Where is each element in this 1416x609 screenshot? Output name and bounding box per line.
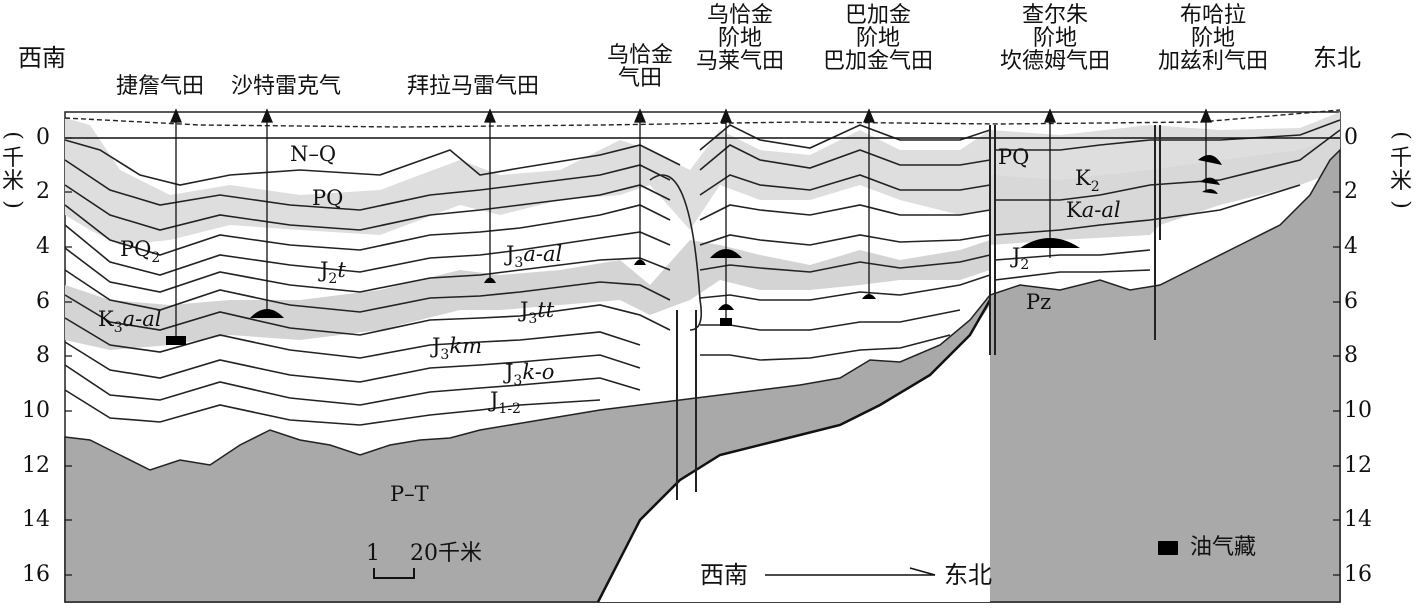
depth-tick-left-16: 16	[22, 562, 50, 587]
field-label-malai: 乌恰金 阶地 马莱气田	[695, 3, 784, 75]
basement-boundary	[596, 299, 992, 603]
scale-bar-end-label: 20千米	[410, 541, 482, 566]
depth-tick-left-2: 2	[36, 179, 50, 204]
surface-line	[64, 109, 1341, 128]
field-label-baila: 拜拉马雷气田	[406, 74, 539, 99]
layer-label-j3tt: J3tt	[520, 298, 555, 327]
layer-label-pt: P–T	[390, 482, 429, 506]
layer-label-j3aal: J3a-al	[506, 242, 563, 271]
basement-fill	[64, 148, 1341, 603]
layer-label-kaal: Ka-al	[1066, 198, 1121, 222]
layer-label-j2: J2	[1012, 244, 1030, 273]
depth-tick-right-0: 0	[1344, 125, 1358, 150]
faults	[676, 125, 1161, 500]
layer-label-pq: PQ	[312, 186, 344, 210]
wells	[170, 108, 1212, 340]
legend-reservoir-label: 油气藏	[1190, 535, 1257, 560]
depth-tick-right-2: 2	[1344, 179, 1358, 204]
depth-tick-left-4: 4	[36, 234, 50, 259]
depth-unit-right: ( 千米 )	[1388, 131, 1414, 210]
depth-tick-left-0: 0	[36, 125, 50, 150]
scale-bar	[373, 568, 415, 579]
reservoir-shate	[250, 309, 284, 318]
depth-tick-left-14: 14	[22, 507, 50, 532]
field-label-jiecang: 捷詹气田	[115, 74, 204, 99]
depth-tick-right-16: 16	[1344, 562, 1372, 587]
reservoir-jiazili-2	[1200, 177, 1220, 185]
reservoir-kande	[1020, 238, 1080, 248]
depth-tick-right-8: 8	[1344, 343, 1358, 368]
layer-label-j12: J1-2	[490, 388, 521, 417]
reservoirs	[166, 155, 1222, 345]
layer-label-k3aal: K3a-al	[98, 307, 162, 336]
reservoir-bajiajin	[862, 294, 876, 299]
reservoir-baila	[484, 277, 496, 283]
depth-tick-right-10: 10	[1344, 398, 1372, 423]
reservoir-malai-bottom	[720, 318, 732, 326]
layer-label-pq2: PQ2	[120, 237, 161, 266]
layer-label-j2t: J2t	[320, 258, 346, 287]
depth-unit-left: ( 千米 )	[0, 131, 26, 210]
depth-axis-ticks	[65, 137, 1340, 576]
depth-tick-right-14: 14	[1344, 507, 1372, 532]
depth-tick-left-8: 8	[36, 343, 50, 368]
layer-label-j3ko: J3k-o	[505, 360, 555, 389]
depth-tick-right-4: 4	[1344, 234, 1358, 259]
layer-label-k2: K2	[1075, 166, 1100, 195]
layer-label-pq-right: PQ	[998, 145, 1030, 169]
field-label-wuqiajin: 乌恰金 气田	[606, 43, 673, 92]
field-label-kande: 查尔朱 阶地 坎德姆气田	[999, 3, 1110, 75]
reservoir-malai-upper	[710, 249, 742, 258]
field-label-bajiajin: 巴加金 阶地 巴加金气田	[822, 3, 933, 75]
legend-reservoir-swatch	[1158, 541, 1178, 555]
direction-label-northeast: 东北	[1313, 44, 1361, 72]
basement-wedge	[598, 305, 990, 602]
scale-bar-start-label: 1	[366, 541, 380, 566]
layer-label-pz: Pz	[1026, 290, 1052, 314]
field-label-jiazili: 布哈拉 阶地 加兹利气田	[1157, 3, 1268, 75]
depth-tick-left-12: 12	[22, 453, 50, 478]
layer-label-nq: N–Q	[290, 142, 337, 166]
direction-arrow	[765, 567, 936, 576]
stratal-lines	[64, 119, 1341, 426]
depth-tick-left-6: 6	[36, 289, 50, 314]
arrow-to-label: 东北	[944, 561, 992, 589]
direction-label-southwest: 西南	[18, 44, 66, 72]
reservoir-jiazili-1	[1198, 155, 1222, 165]
layer-label-j3km: J3km	[432, 334, 482, 363]
right-shaded-band	[990, 135, 1340, 245]
depth-tick-right-12: 12	[1344, 453, 1372, 478]
upper-shaded-band	[65, 112, 1340, 245]
reservoir-malai-lower	[718, 304, 734, 310]
field-label-shate: 沙特雷克气	[230, 74, 341, 99]
depth-tick-left-10: 10	[22, 398, 50, 423]
arrow-from-label: 西南	[700, 561, 748, 589]
depth-tick-right-6: 6	[1344, 289, 1358, 314]
reservoir-wuqiajin	[634, 259, 646, 265]
reservoir-jiazili-3	[1202, 188, 1218, 194]
reservoir-jiecang	[166, 336, 186, 345]
